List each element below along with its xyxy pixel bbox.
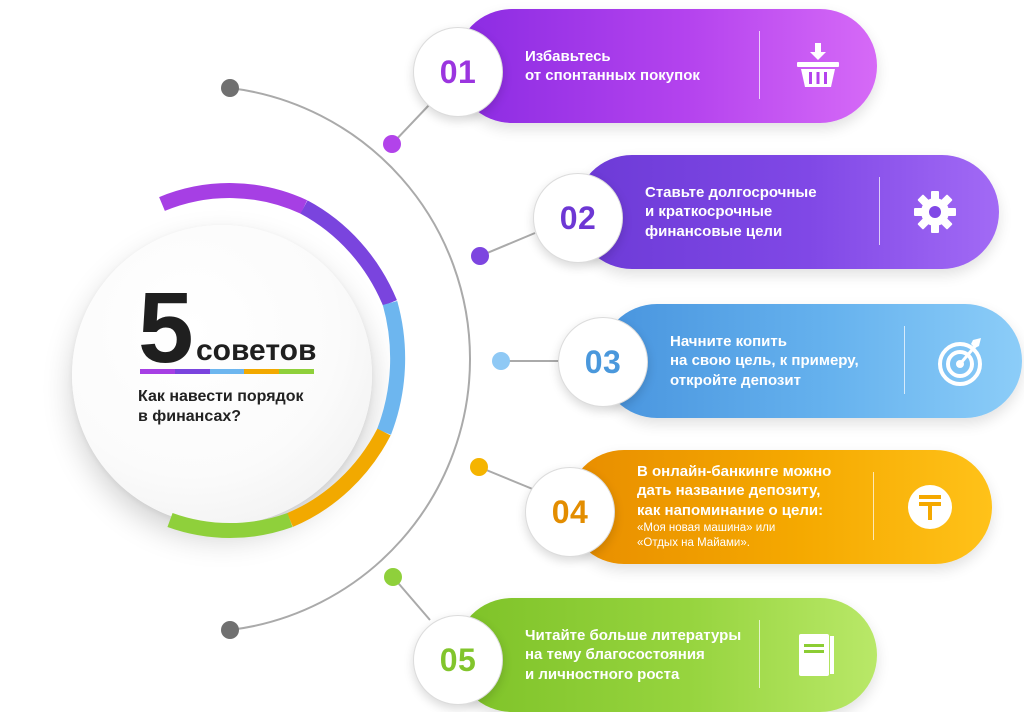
- tip-number-05: 05: [413, 615, 503, 705]
- tip-number-04: 04: [525, 467, 615, 557]
- shopping-basket-icon: [788, 36, 848, 96]
- node-dot-1: [383, 135, 401, 153]
- tip-text-05: Читайте больше литературы на тему благос…: [525, 627, 742, 683]
- target-icon: [930, 331, 990, 391]
- tip-text-01: Избавьтесь от спонтанных покупок: [525, 47, 700, 84]
- hub-number: 5: [138, 272, 194, 384]
- tip-card-03: Начните копить на свою цель, к примеру, …: [600, 304, 1022, 418]
- tip-divider-01: [759, 31, 760, 99]
- node-dot-5: [384, 568, 402, 586]
- end-dot-bottom: [221, 621, 239, 639]
- tip-number-03: 03: [558, 317, 648, 407]
- tip-text-02: Ставьте долгосрочные и краткосрочные фин…: [645, 184, 817, 240]
- node-dot-3: [492, 352, 510, 370]
- tip-divider-02: [879, 177, 880, 245]
- hub-color-bar: [140, 369, 314, 374]
- tenge-coin-icon: [900, 477, 960, 537]
- tip-card-02: Ставьте долгосрочные и краткосрочные фин…: [575, 155, 999, 269]
- hub-circle: [72, 225, 372, 525]
- node-dot-4: [470, 458, 488, 476]
- tip-card-04: В онлайн-банкинге можно дать название де…: [567, 450, 992, 564]
- hub-subtitle: Как навести порядок в финансах?: [138, 388, 304, 425]
- tip-text-03: Начните копить на свою цель, к примеру, …: [670, 333, 859, 389]
- book-icon: [785, 625, 845, 685]
- tip-note-04: «Моя новая машина» или «Отдых на Майами»…: [637, 521, 776, 550]
- tip-number-02: 02: [533, 173, 623, 263]
- node-dot-2: [471, 247, 489, 265]
- tip-number-01: 01: [413, 27, 503, 117]
- tip-divider-04: [873, 472, 874, 540]
- tip-card-01: Избавьтесь от спонтанных покупок: [455, 9, 877, 123]
- tip-card-05: Читайте больше литературы на тему благос…: [455, 598, 877, 712]
- gear-icon: [905, 182, 965, 242]
- tip-divider-03: [904, 326, 905, 394]
- hub-word: советов: [196, 334, 317, 367]
- end-dot-top: [221, 79, 239, 97]
- tip-text-04: В онлайн-банкинге можно дать название де…: [637, 450, 869, 564]
- tip-divider-05: [759, 620, 760, 688]
